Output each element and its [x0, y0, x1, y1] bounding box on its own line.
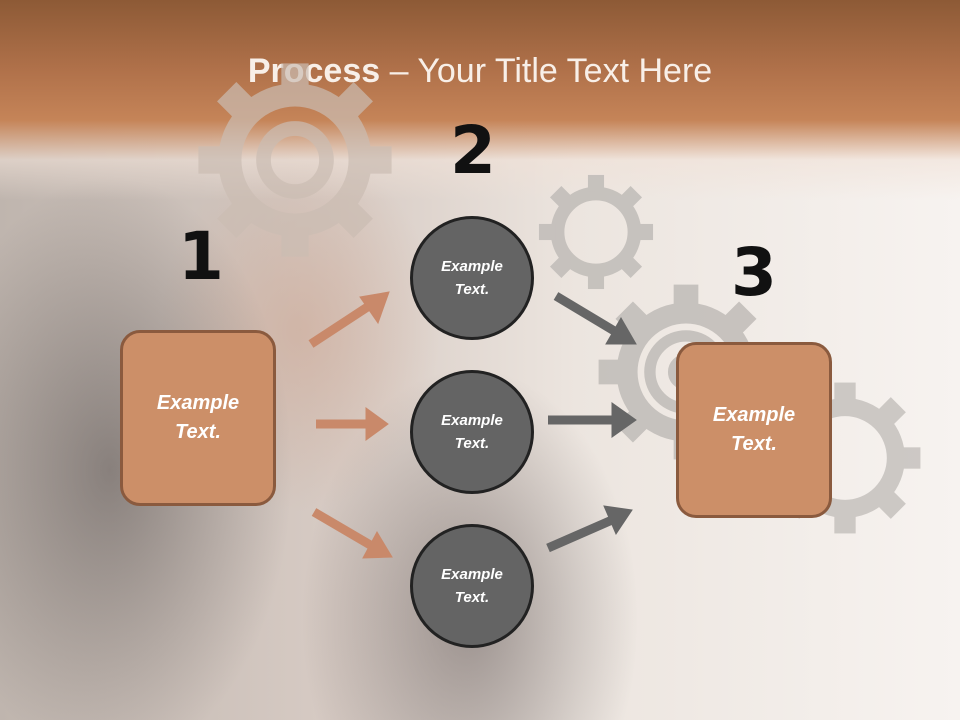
left-box: Example Text. [120, 330, 276, 506]
step-number-2: 2 [450, 112, 496, 189]
arrow-from-circle-1 [553, 292, 637, 345]
circle-1-label: Example Text. [441, 258, 503, 298]
circle-3: Example Text. [410, 524, 534, 648]
title-banner [0, 0, 960, 200]
title-bold: Process [247, 52, 381, 90]
circle-2: Example Text. [410, 370, 534, 494]
circle-1: Example Text. [410, 216, 534, 340]
circle-2-label: Example Text. [441, 412, 503, 452]
arrow-to-circle-2 [316, 407, 389, 441]
right-box: Example Text. [676, 342, 832, 518]
gear-icon-1 [198, 63, 391, 256]
circle-3-label: Example Text. [441, 566, 503, 606]
arrow-to-circle-1 [308, 291, 390, 348]
arrow-from-circle-3 [546, 505, 633, 553]
arrow-from-circle-2 [548, 402, 637, 438]
step-number-1: 1 [178, 218, 224, 295]
right-box-label: Example Text. [712, 404, 796, 455]
step-number-3: 3 [731, 234, 777, 311]
gear-icon-2 [539, 175, 653, 289]
title-rest: – Your Title Text Here [380, 52, 713, 90]
arrow-to-circle-3 [311, 508, 393, 559]
left-box-label: Example Text. [156, 392, 240, 443]
slide-title: Process – Your Title Text Here [0, 52, 960, 91]
